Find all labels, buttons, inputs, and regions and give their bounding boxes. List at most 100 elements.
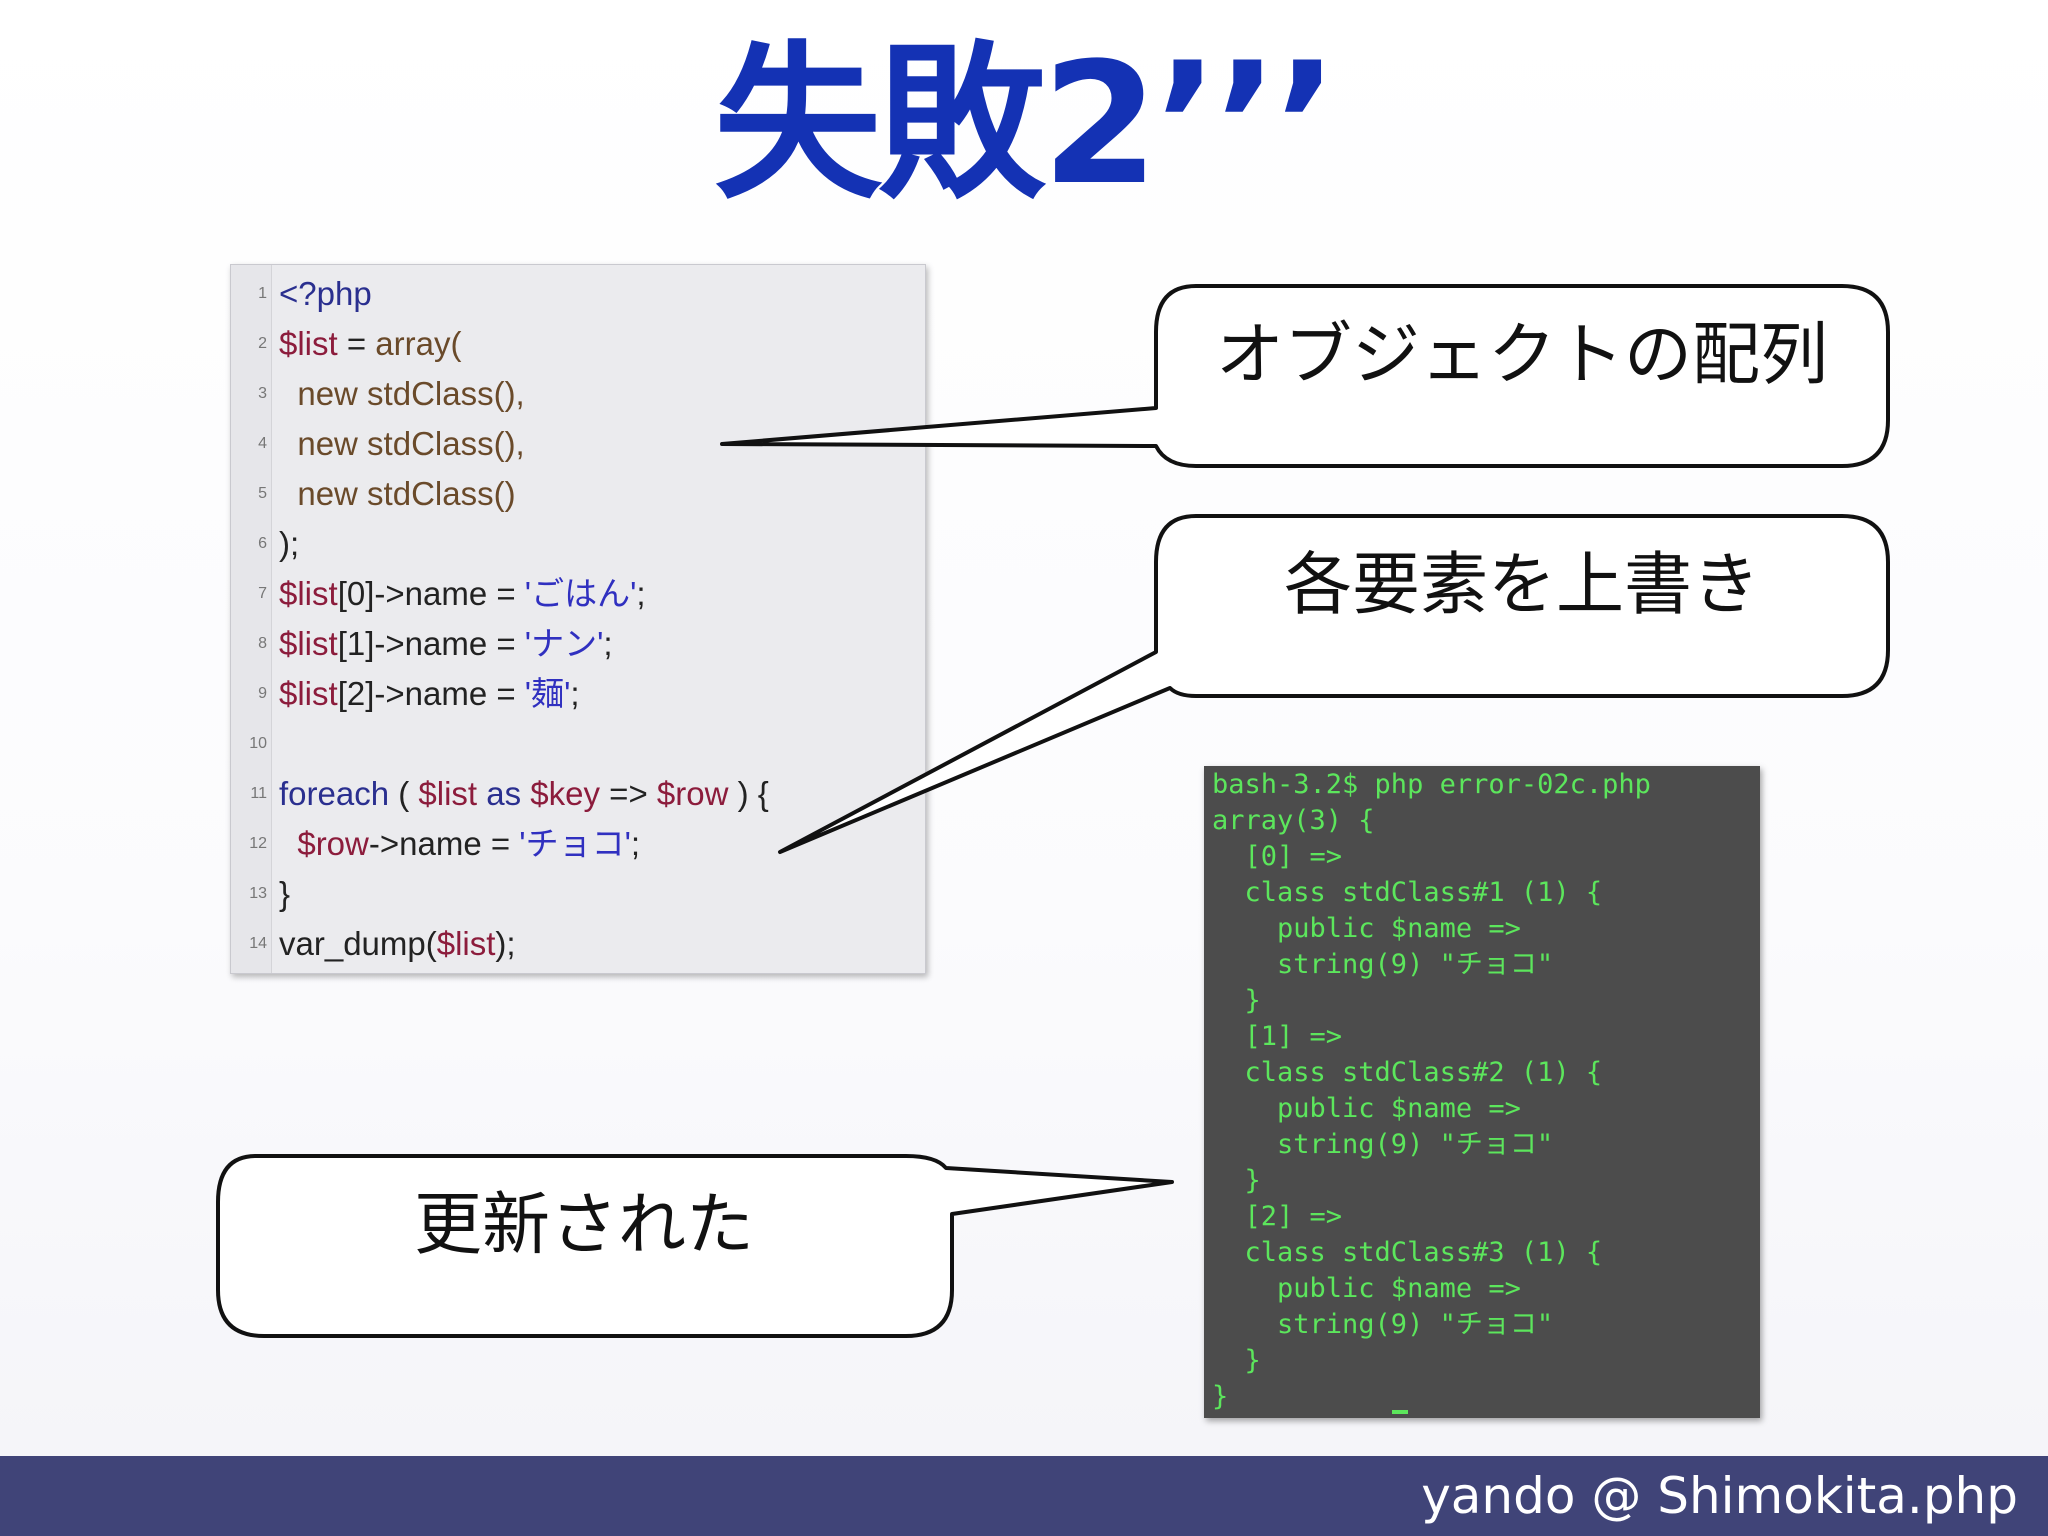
code-token: '麺'	[524, 675, 571, 712]
callout-overwrite-text: 各要素を上書き	[1283, 546, 1760, 625]
terminal-line: class stdClass#3 (1) {	[1212, 1237, 1603, 1268]
code-line: 4 new stdClass(),	[231, 419, 925, 469]
code-token: new stdClass()	[279, 475, 516, 512]
code-text: foreach ( $list as $key => $row ) {	[279, 769, 769, 819]
code-line: 6);	[231, 519, 925, 569]
terminal-line: }	[1212, 1165, 1261, 1196]
line-number: 9	[258, 685, 267, 702]
code-token: $list	[279, 675, 338, 712]
terminal-line: bash-3.2$ php error-02c.php	[1212, 769, 1651, 800]
line-number: 5	[258, 485, 267, 502]
terminal-line: }	[1212, 1381, 1229, 1412]
line-number: 13	[249, 885, 267, 902]
code-text: $list[1]->name = 'ナン';	[279, 619, 613, 669]
code-token: 'チョコ'	[519, 825, 631, 862]
code-token: $list	[279, 325, 338, 362]
code-text: $row->name = 'チョコ';	[279, 819, 640, 869]
callout-objects-array-text: オブジェクトの配列	[1215, 316, 1828, 395]
code-token: ;	[603, 625, 613, 662]
code-token: [2]->name =	[337, 675, 525, 712]
code-token: $list	[279, 625, 338, 662]
footer-credit: yando @ Shimokita.php	[1421, 1467, 2018, 1525]
code-line: 11 foreach ( $list as $key => $row ) {	[231, 769, 925, 819]
code-token: );	[495, 925, 516, 962]
code-token: );	[279, 525, 300, 562]
line-number-gutter	[231, 265, 272, 973]
terminal-line: string(9) "チョコ"	[1212, 1309, 1554, 1340]
code-token: as	[477, 775, 531, 812]
code-token: ;	[570, 675, 580, 712]
code-line: 14 var_dump($list);	[231, 919, 925, 969]
code-token: ) {	[728, 775, 769, 812]
line-number: 6	[258, 535, 267, 552]
code-token: }	[279, 875, 291, 912]
line-number: 10	[249, 735, 267, 752]
line-number: 8	[258, 635, 267, 652]
code-text: $list = array(	[279, 319, 461, 369]
code-token: [0]->name =	[337, 575, 525, 612]
code-token: (	[389, 775, 419, 812]
line-number: 3	[258, 385, 267, 402]
line-number: 14	[249, 935, 267, 952]
code-token: $list	[418, 775, 478, 812]
code-line: 8 $list[1]->name = 'ナン';	[231, 619, 925, 669]
terminal-output-screenshot: bash-3.2$ php error-02c.php array(3) { [0…	[1204, 766, 1760, 1418]
code-token: ->name =	[368, 825, 520, 862]
terminal-line: string(9) "チョコ"	[1212, 949, 1554, 980]
footer-bar: yando @ Shimokita.php	[0, 1456, 2048, 1536]
code-line: 2 $list = array(	[231, 319, 925, 369]
line-number: 12	[249, 835, 267, 852]
code-token: [1]->name =	[337, 625, 525, 662]
terminal-line: string(9) "チョコ"	[1212, 1129, 1554, 1160]
line-number: 2	[258, 335, 267, 352]
code-text: new stdClass(),	[279, 419, 525, 469]
code-line: 3 new stdClass(),	[231, 369, 925, 419]
terminal-line: public $name =>	[1212, 1273, 1521, 1304]
code-token: array(	[375, 325, 462, 362]
terminal-line: public $name =>	[1212, 1093, 1521, 1124]
code-line: 5 new stdClass()	[231, 469, 925, 519]
code-text: new stdClass(),	[279, 369, 525, 419]
code-token: $list	[436, 925, 496, 962]
terminal-line: [2] =>	[1212, 1201, 1343, 1232]
terminal-cursor	[1392, 1410, 1408, 1414]
terminal-line: }	[1212, 1345, 1261, 1376]
code-token: $row	[656, 775, 729, 812]
line-number: 11	[250, 785, 267, 802]
slide-title: 失敗2’’’	[713, 26, 1338, 222]
callout-objects-array-bubble	[720, 284, 1890, 468]
code-text: }	[279, 869, 290, 919]
terminal-line: [0] =>	[1212, 841, 1343, 872]
code-token: ;	[630, 825, 641, 862]
callout-overwrite-bubble	[778, 514, 1890, 854]
code-line: 7 $list[0]->name = 'ごはん';	[231, 569, 925, 619]
code-text: new stdClass()	[279, 469, 516, 519]
code-line: 13}	[231, 869, 925, 919]
code-text: var_dump($list);	[279, 919, 516, 969]
terminal-line: }	[1212, 985, 1261, 1016]
code-token: =>	[600, 775, 657, 812]
terminal-line: [1] =>	[1212, 1021, 1343, 1052]
code-token: new stdClass(),	[279, 425, 525, 462]
line-number: 1	[258, 285, 267, 302]
code-line: 10	[231, 719, 925, 769]
line-number: 7	[258, 585, 267, 602]
code-text: $list[2]->name = '麺';	[279, 669, 580, 719]
code-token: $row	[279, 825, 369, 862]
code-text: $list[0]->name = 'ごはん';	[279, 569, 646, 619]
code-token: ;	[636, 575, 646, 612]
terminal-line: public $name =>	[1212, 913, 1521, 944]
code-token: new stdClass(),	[279, 375, 525, 412]
callout-updated-text: 更新された	[413, 1186, 754, 1265]
code-text: );	[279, 519, 299, 569]
terminal-line: class stdClass#1 (1) {	[1212, 877, 1603, 908]
code-token: <?php	[279, 275, 372, 312]
code-text: <?php	[279, 269, 372, 319]
terminal-line: array(3) {	[1212, 805, 1375, 836]
code-token: =	[337, 325, 376, 362]
code-token: 'ごはん'	[524, 575, 637, 612]
line-number: 4	[258, 435, 267, 452]
terminal-line: class stdClass#2 (1) {	[1212, 1057, 1603, 1088]
callout-updated-bubble	[216, 1154, 1174, 1338]
code-token: var_dump(	[279, 925, 437, 962]
